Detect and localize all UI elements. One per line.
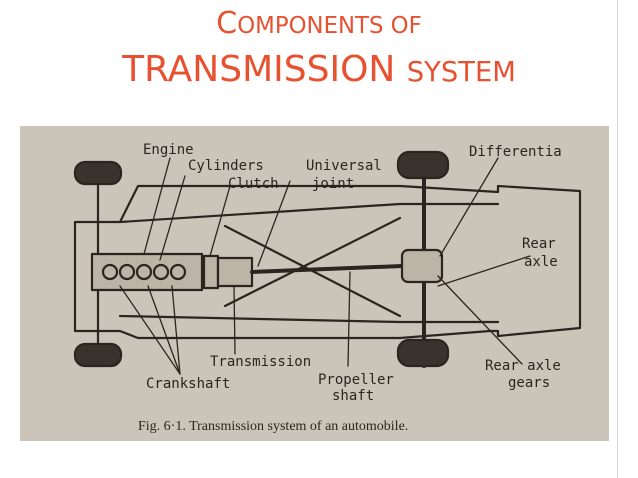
engine-block — [90, 252, 204, 292]
leader-propeller — [347, 271, 351, 367]
gearbox — [216, 256, 254, 288]
leader-universal — [257, 180, 291, 267]
cross-member-2 — [223, 216, 402, 308]
chassis-frame — [73, 184, 582, 340]
cylinder-3 — [135, 263, 153, 281]
leader-engine — [143, 157, 171, 255]
label-crankshaft: Crankshaft — [146, 376, 230, 392]
cylinder-2 — [118, 263, 136, 281]
label-differential: Differentia — [469, 144, 562, 160]
title-line-2: TRANSMISSION SYSTEM — [0, 48, 638, 95]
label-clutch: Clutch — [228, 176, 279, 192]
label-shaft: shaft — [332, 388, 374, 404]
leader-cylinders — [159, 175, 186, 261]
label-joint: joint — [312, 176, 354, 192]
title-line-1: COMPONENTS OF — [0, 2, 638, 48]
front-wheel-upper — [73, 160, 123, 186]
slide-title: COMPONENTS OF TRANSMISSION SYSTEM — [0, 2, 638, 95]
title-line-1-text: OMPONENTS OF — [237, 13, 422, 39]
leader-transmission — [233, 285, 236, 355]
label-transmission: Transmission — [210, 354, 311, 370]
leader-rear-axle — [437, 255, 531, 287]
leader-differential — [439, 157, 499, 257]
label-engine: Engine — [143, 142, 194, 158]
label-gears: gears — [508, 375, 550, 391]
label-axle: axle — [524, 254, 558, 270]
rear-wheel-lower — [396, 338, 450, 368]
frame-rail-lower — [118, 314, 500, 324]
rear-wheel-upper — [396, 150, 450, 180]
slide-border-line — [617, 0, 618, 478]
front-wheel-lower — [73, 342, 123, 368]
leader-rear-axle-gears — [437, 275, 523, 365]
label-cylinders: Cylinders — [188, 158, 264, 174]
transmission-diagram-photo: Engine Cylinders Clutch Universal joint … — [20, 126, 609, 441]
label-universal: Universal — [306, 158, 382, 174]
cylinder-1 — [101, 263, 119, 281]
frame-rail-upper — [118, 202, 500, 224]
differential-housing — [400, 248, 444, 284]
figure-caption: Fig. 6·1. Transmission system of an auto… — [138, 419, 408, 434]
title-system-word: SYSTEM — [406, 57, 516, 88]
leader-crankshaft-3 — [171, 285, 181, 375]
label-rear: Rear — [522, 236, 556, 252]
title-drop-cap: C — [216, 6, 238, 41]
label-rear-axle: Rear axle — [485, 358, 561, 374]
leader-crankshaft-1 — [119, 285, 181, 375]
propeller-shaft — [250, 264, 404, 274]
title-transmission-word: TRANSMISSION — [122, 49, 396, 90]
clutch-housing — [202, 254, 220, 290]
cylinder-5 — [169, 263, 187, 281]
cylinder-4 — [152, 263, 170, 281]
label-propeller: Propeller — [318, 372, 394, 388]
leader-clutch — [209, 185, 231, 257]
leader-crankshaft-2 — [147, 285, 181, 375]
